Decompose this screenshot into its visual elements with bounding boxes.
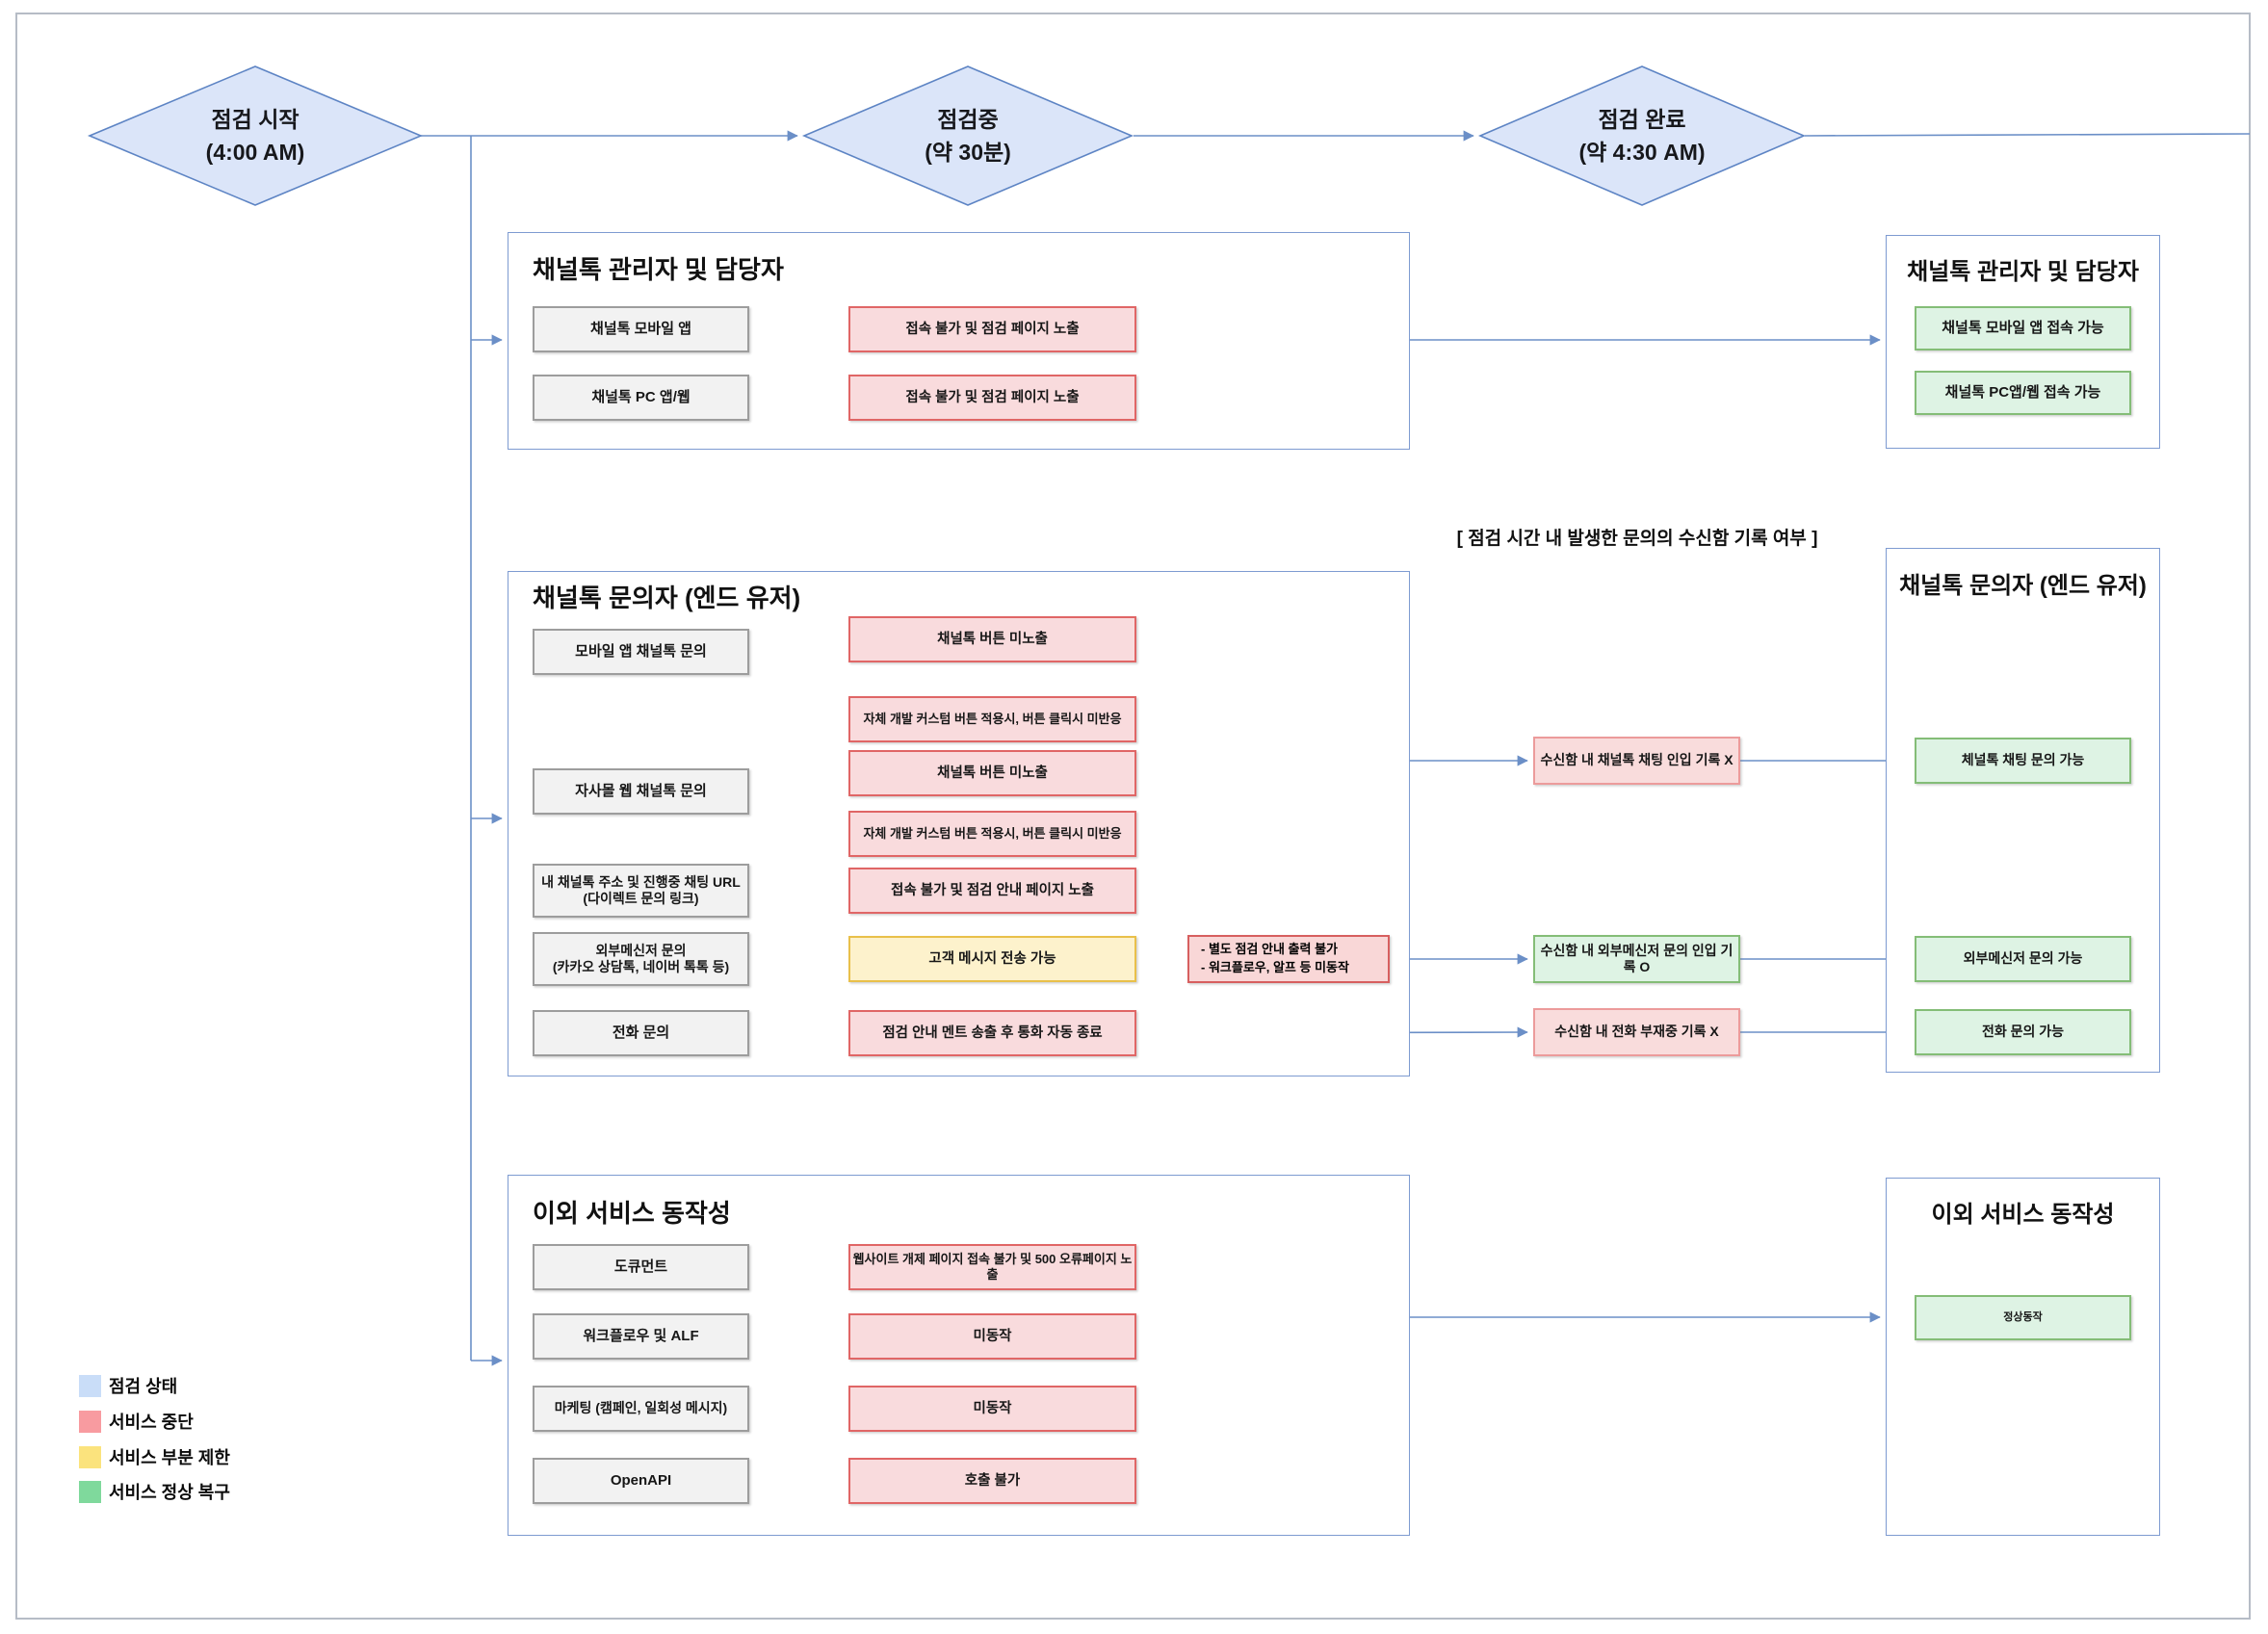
node-inbox-phone-record: 수신함 내 전화 부재중 기록 X <box>1533 1008 1740 1056</box>
timeline-during-label: 점검중 <box>937 106 999 132</box>
node-workflow-result: 미동작 <box>848 1313 1136 1360</box>
node-openapi-result: 호출 불가 <box>848 1458 1136 1504</box>
section-admin-before-title: 채널톡 관리자 및 담당자 <box>533 255 784 284</box>
timeline-start-time: (4:00 AM) <box>205 140 305 165</box>
node-phone-result: 점검 안내 멘트 송출 후 통화 자동 종료 <box>848 1010 1136 1056</box>
section-enduser-before-title: 채널톡 문의자 (엔드 유저) <box>533 584 801 612</box>
diamond-start <box>87 65 424 206</box>
node-ext-line1: 외부메신저 문의 <box>595 942 687 958</box>
node-ext-partial-result: 고객 메시지 전송 가능 <box>848 936 1136 982</box>
legend-item-partial: 서비스 부분 제한 <box>79 1444 230 1469</box>
node-phone-inquiry: 전화 문의 <box>533 1010 749 1056</box>
node-mobile-custom-button: 자체 개발 커스텀 버튼 적용시, 버튼 클릭시 미반응 <box>848 696 1136 742</box>
node-web-inquiry: 자사몰 웹 채널톡 문의 <box>533 768 749 815</box>
node-workflow: 워크플로우 및 ALF <box>533 1313 749 1360</box>
section-admin-after-title: 채널톡 관리자 및 담당자 <box>1907 259 2139 285</box>
node-web-button-hidden: 채널톡 버튼 미노출 <box>848 750 1136 796</box>
node-openapi: OpenAPI <box>533 1458 749 1504</box>
node-admin-pc-app: 채널톡 PC 앱/웹 <box>533 375 749 421</box>
node-inbox-ext-record: 수신함 내 외부메신저 문의 인입 기록 O <box>1533 935 1740 983</box>
node-etc-normal: 정상동작 <box>1915 1295 2131 1340</box>
node-marketing-result: 미동작 <box>848 1386 1136 1432</box>
node-admin-mobile-app: 채널톡 모바일 앱 <box>533 306 749 352</box>
node-mobile-button-hidden: 채널톡 버튼 미노출 <box>848 616 1136 662</box>
legend-swatch-partial-yellow <box>79 1445 101 1468</box>
node-ext-line2: (카카오 상담톡, 네이버 톡톡 등) <box>552 959 730 974</box>
legend-label-stopped: 서비스 중단 <box>109 1413 194 1432</box>
timeline-start-label: 점검 시작 <box>211 106 300 132</box>
legend-swatch-maintenance-blue <box>79 1374 101 1397</box>
node-document-result: 웹사이트 개제 페이지 접속 불가 및 500 오류페이지 노출 <box>848 1244 1136 1290</box>
timeline-node-done: 점검 완료 (약 4:30 AM) <box>1505 76 1779 195</box>
node-admin-mobile-result: 접속 불가 및 점검 페이지 노출 <box>848 306 1136 352</box>
node-direct-url-line1: 내 채널톡 주소 및 진행중 채팅 URL <box>541 873 741 890</box>
inbox-record-header: [ 점검 시간 내 발생한 문의의 수신함 기록 여부 ] <box>1456 529 1818 549</box>
node-ext-note: - 별도 점검 안내 출력 불가 - 워크플로우, 알프 등 미동작 <box>1187 935 1390 983</box>
node-admin-pc-ok: 채널톡 PC앱/웹 접속 가능 <box>1915 371 2131 415</box>
section-etc-before-title: 이외 서비스 동작성 <box>533 1199 731 1228</box>
node-admin-mobile-ok: 채널톡 모바일 앱 접속 가능 <box>1915 306 2131 350</box>
legend-item-maintenance: 점검 상태 <box>79 1373 177 1398</box>
node-inbox-chat-record: 수신함 내 채널톡 채팅 인입 기록 X <box>1533 737 1740 785</box>
timeline-node-during: 점검중 (약 30분) <box>831 76 1105 195</box>
node-document: 도큐먼트 <box>533 1244 749 1290</box>
node-admin-pc-result: 접속 불가 및 점검 페이지 노출 <box>848 375 1136 421</box>
node-external-messenger-inquiry: 외부메신저 문의 (카카오 상담톡, 네이버 톡톡 등) <box>533 932 749 986</box>
legend-item-restored: 서비스 정상 복구 <box>79 1479 230 1504</box>
section-enduser-after-title: 채널톡 문의자 (엔드 유저) <box>1899 573 2147 599</box>
diamond-during <box>801 65 1134 206</box>
node-url-result: 접속 불가 및 점검 안내 페이지 노출 <box>848 868 1136 914</box>
legend-label-restored: 서비스 정상 복구 <box>109 1483 230 1502</box>
node-ext-ok: 외부메신저 문의 가능 <box>1915 936 2131 982</box>
node-ext-note-line1: - 별도 점검 안내 출력 불가 <box>1201 942 1338 957</box>
diamond-done <box>1477 65 1807 206</box>
legend-label-partial: 서비스 부분 제한 <box>109 1448 230 1467</box>
legend-swatch-stopped-red <box>79 1410 101 1433</box>
timeline-done-label: 점검 완료 <box>1598 106 1686 132</box>
timeline-node-start: 점검 시작 (4:00 AM) <box>118 76 392 195</box>
legend-item-stopped: 서비스 중단 <box>79 1409 194 1434</box>
node-direct-url-inquiry: 내 채널톡 주소 및 진행중 채팅 URL (다이렉트 문의 링크) <box>533 864 749 918</box>
node-direct-url-line2: (다이렉트 문의 링크) <box>583 891 699 906</box>
legend-swatch-restored-green <box>79 1480 101 1503</box>
node-marketing: 마케팅 (캠페인, 일회성 메시지) <box>533 1386 749 1432</box>
node-chat-ok: 체널톡 채팅 문의 가능 <box>1915 738 2131 784</box>
section-etc-after <box>1886 1178 2160 1536</box>
section-etc-after-title: 이외 서비스 동작성 <box>1931 1202 2115 1228</box>
section-enduser-after <box>1886 548 2160 1073</box>
legend-label-maintenance: 점검 상태 <box>109 1377 178 1396</box>
timeline-done-time: (약 4:30 AM) <box>1578 140 1706 165</box>
timeline-during-time: (약 30분) <box>925 140 1011 165</box>
node-phone-ok: 전화 문의 가능 <box>1915 1009 2131 1055</box>
node-web-custom-button: 자체 개발 커스텀 버튼 적용시, 버튼 클릭시 미반응 <box>848 811 1136 857</box>
node-ext-note-line2: - 워크플로우, 알프 등 미동작 <box>1201 960 1349 974</box>
node-mobile-app-inquiry: 모바일 앱 채널톡 문의 <box>533 629 749 675</box>
